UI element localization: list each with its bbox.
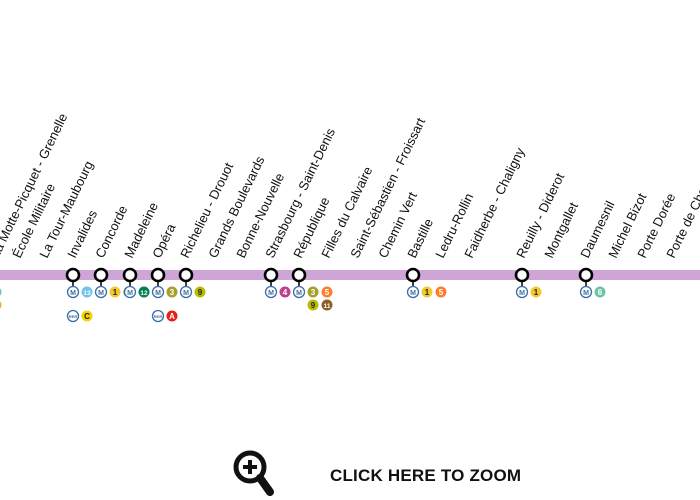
magnifier-plus-icon xyxy=(233,450,274,496)
station-marker xyxy=(638,270,648,280)
line-badge-label: A xyxy=(169,312,175,321)
station-marker xyxy=(237,270,247,280)
transfer-logo-label: M xyxy=(519,290,525,297)
line-4-badge xyxy=(279,286,291,298)
line-11-badge xyxy=(321,299,333,311)
station-interchange-marker xyxy=(514,267,530,283)
transfer-logo-label: M xyxy=(183,290,189,297)
transfer-logo-label: M xyxy=(583,290,589,297)
line-3-badge xyxy=(307,286,319,298)
metro-logo-icon xyxy=(94,285,108,299)
station-marker xyxy=(351,270,361,280)
station-marker xyxy=(322,270,332,280)
station-marker xyxy=(13,270,23,280)
station-interchange-marker xyxy=(150,267,166,283)
line-A-badge xyxy=(166,310,178,322)
line-badge-label: 1 xyxy=(113,288,118,297)
station-interchange-marker xyxy=(263,267,279,283)
station-interchange-marker xyxy=(122,267,138,283)
line-badge-label: 5 xyxy=(439,288,444,297)
station-marker xyxy=(667,270,677,280)
station-interchange-marker xyxy=(93,267,109,283)
transfer-logo-label: M xyxy=(410,290,416,297)
line-1-badge xyxy=(421,286,433,298)
metro-logo-icon xyxy=(406,285,420,299)
line-12-badge xyxy=(138,286,150,298)
transfer-logo-label: RER xyxy=(69,314,78,319)
zoom-button[interactable] xyxy=(232,449,532,499)
zoom-label[interactable]: CLICK HERE TO ZOOM xyxy=(330,466,522,485)
line-badge-label: 1 xyxy=(534,288,539,297)
transfer-logo-label: M xyxy=(155,290,161,297)
line-badge-label: 9 xyxy=(311,301,316,310)
metro-logo-icon xyxy=(579,285,593,299)
transfer-logo-label: M xyxy=(98,290,104,297)
line-1-badge xyxy=(530,286,542,298)
metro-logo-icon xyxy=(151,285,165,299)
transfer-logo-label: RER xyxy=(154,314,163,319)
metro-logo-icon xyxy=(515,285,529,299)
line-badge-label: 6 xyxy=(598,288,603,297)
line-5-badge xyxy=(321,286,333,298)
station-interchange-marker xyxy=(178,267,194,283)
metro-logo-icon xyxy=(292,285,306,299)
station-marker xyxy=(0,272,1,278)
line-5-badge xyxy=(435,286,447,298)
transfer-logo-label: M xyxy=(70,290,76,297)
rer-logo-icon xyxy=(66,309,80,323)
transfer-logo-label: M xyxy=(296,290,302,297)
line-3-badge xyxy=(166,286,178,298)
station-interchange-marker xyxy=(65,267,81,283)
station-name: Opéra xyxy=(149,221,179,261)
line-badge-label: 4 xyxy=(283,288,288,297)
metro-logo-icon xyxy=(264,285,278,299)
line-badge-label: 5 xyxy=(325,288,330,297)
station-marker xyxy=(436,270,446,280)
station-marker xyxy=(609,270,619,280)
line-1-badge xyxy=(109,286,121,298)
rer-logo-icon xyxy=(151,309,165,323)
line-badge-label: 3 xyxy=(170,288,175,297)
line-6-badge xyxy=(594,286,606,298)
line-badge-label: 1 xyxy=(425,288,430,297)
line-badge-label: 11 xyxy=(324,303,331,310)
station-interchange-marker xyxy=(578,267,594,283)
line-10-badge xyxy=(0,301,2,309)
line-badge-label: 3 xyxy=(311,288,316,297)
station-interchange-marker xyxy=(405,267,421,283)
station-marker xyxy=(465,270,475,280)
station-marker xyxy=(40,270,50,280)
line-9-badge xyxy=(307,299,319,311)
metro-logo-icon xyxy=(179,285,193,299)
line-6-badge xyxy=(0,288,2,296)
line-9-badge xyxy=(194,286,206,298)
metro-logo-icon xyxy=(66,285,80,299)
line-badge-label: 13 xyxy=(83,290,91,297)
station-marker xyxy=(209,270,219,280)
station-interchange-marker xyxy=(291,267,307,283)
line-13-badge xyxy=(81,286,93,298)
line-badge-label: C xyxy=(84,312,90,321)
line-badge-label: 12 xyxy=(140,290,148,297)
line-C-badge xyxy=(81,310,93,322)
station-marker xyxy=(379,270,389,280)
station[interactable]: Faidherbe - Chaligny xyxy=(461,145,528,280)
line-badge-label: 9 xyxy=(198,288,203,297)
station-marker xyxy=(545,270,555,280)
metro-line-band xyxy=(0,270,700,280)
transfer-logo-label: M xyxy=(268,290,274,297)
transfer-logo-label: M xyxy=(127,290,133,297)
metro-logo-icon xyxy=(123,285,137,299)
